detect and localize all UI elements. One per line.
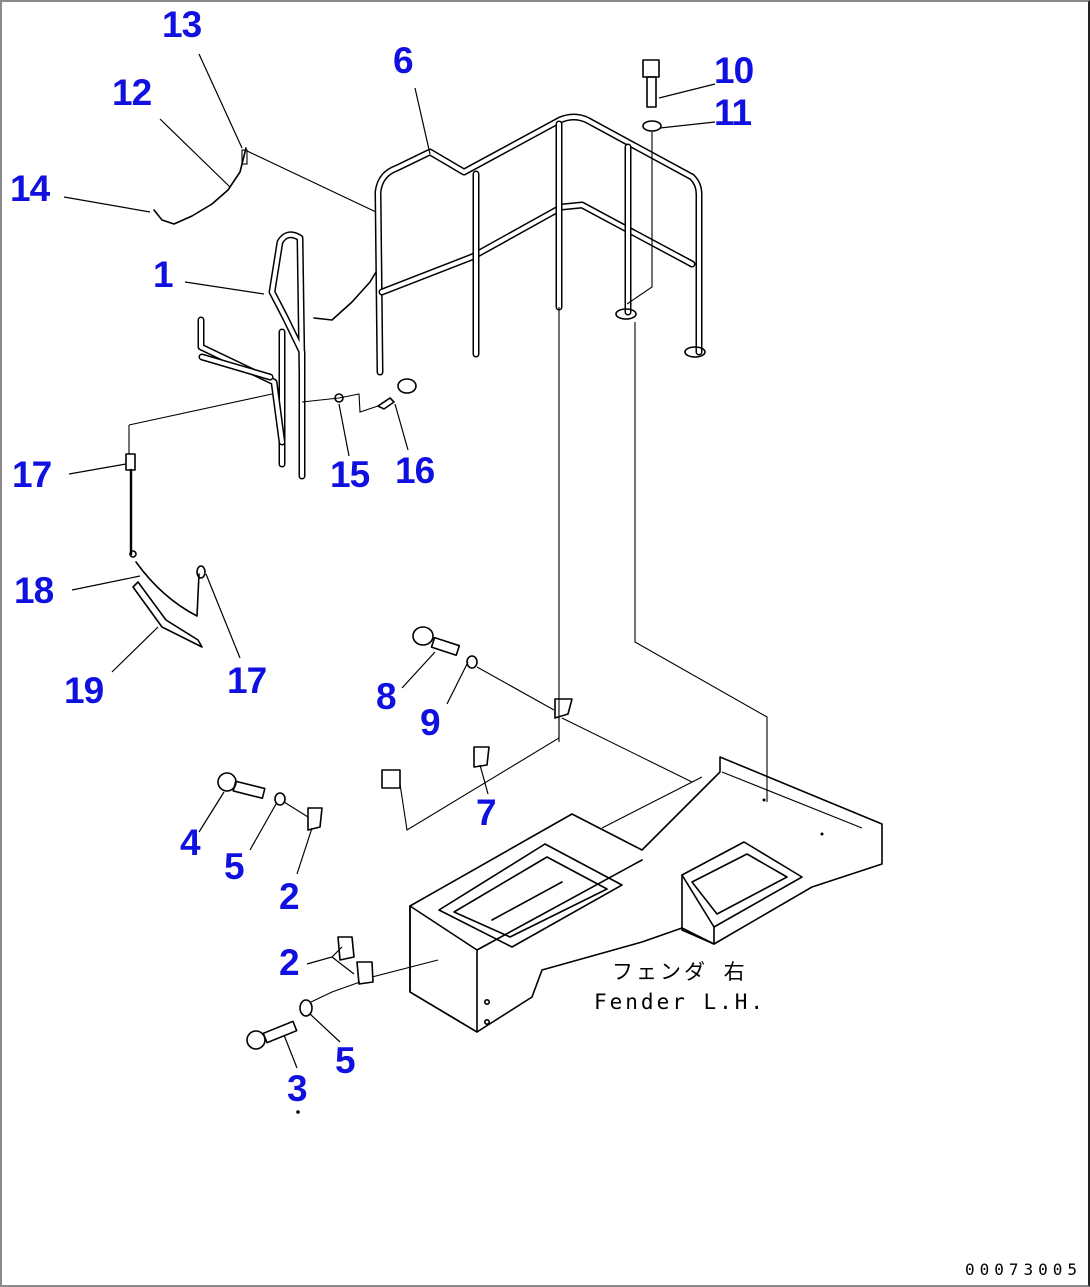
callout-7[interactable]: 7 [476, 792, 497, 833]
callout-4[interactable]: 4 [180, 822, 201, 863]
callout-8[interactable]: 8 [376, 676, 397, 717]
leader-lines [63, 53, 716, 1069]
chain [153, 147, 377, 321]
callout-18[interactable]: 18 [14, 570, 54, 611]
callout-1[interactable]: 1 [153, 254, 174, 295]
bolt-10-washer-11 [626, 59, 662, 305]
hardware-2-4-5-upper [217, 772, 323, 831]
callout-17-lower[interactable]: 17 [227, 660, 267, 701]
ladder-1 [197, 231, 306, 480]
callout-5-lower[interactable]: 5 [335, 1040, 356, 1081]
callout-6[interactable]: 6 [393, 40, 414, 81]
lower-chain [125, 393, 273, 648]
fender-lh [409, 756, 883, 1033]
callout-16[interactable]: 16 [395, 450, 435, 491]
callout-5-upper[interactable]: 5 [224, 846, 245, 887]
callout-19[interactable]: 19 [64, 670, 104, 711]
callout-3[interactable]: 3 [287, 1068, 308, 1109]
callout-10[interactable]: 10 [714, 50, 754, 91]
fender-english-label: Fender L.H. [594, 990, 767, 1014]
hardware-2-3-5-lower [246, 936, 439, 1114]
pin-and-bolt [301, 378, 417, 413]
callout-12[interactable]: 12 [112, 72, 152, 113]
callout-2-upper[interactable]: 2 [279, 876, 300, 917]
callout-14[interactable]: 14 [10, 168, 50, 209]
callout-13[interactable]: 13 [162, 4, 202, 45]
callout-15[interactable]: 15 [330, 454, 370, 495]
callout-2-lower[interactable]: 2 [279, 942, 300, 983]
hardware-7-8-9 [381, 626, 693, 831]
handrail-6 [374, 113, 706, 376]
drawing-code: 00073005 [964, 1260, 1082, 1279]
fender-japanese-label: フェンダ 右 [612, 960, 748, 984]
callout-17-upper[interactable]: 17 [12, 454, 52, 495]
callout-9[interactable]: 9 [420, 702, 441, 743]
callout-11[interactable]: 11 [714, 92, 752, 133]
